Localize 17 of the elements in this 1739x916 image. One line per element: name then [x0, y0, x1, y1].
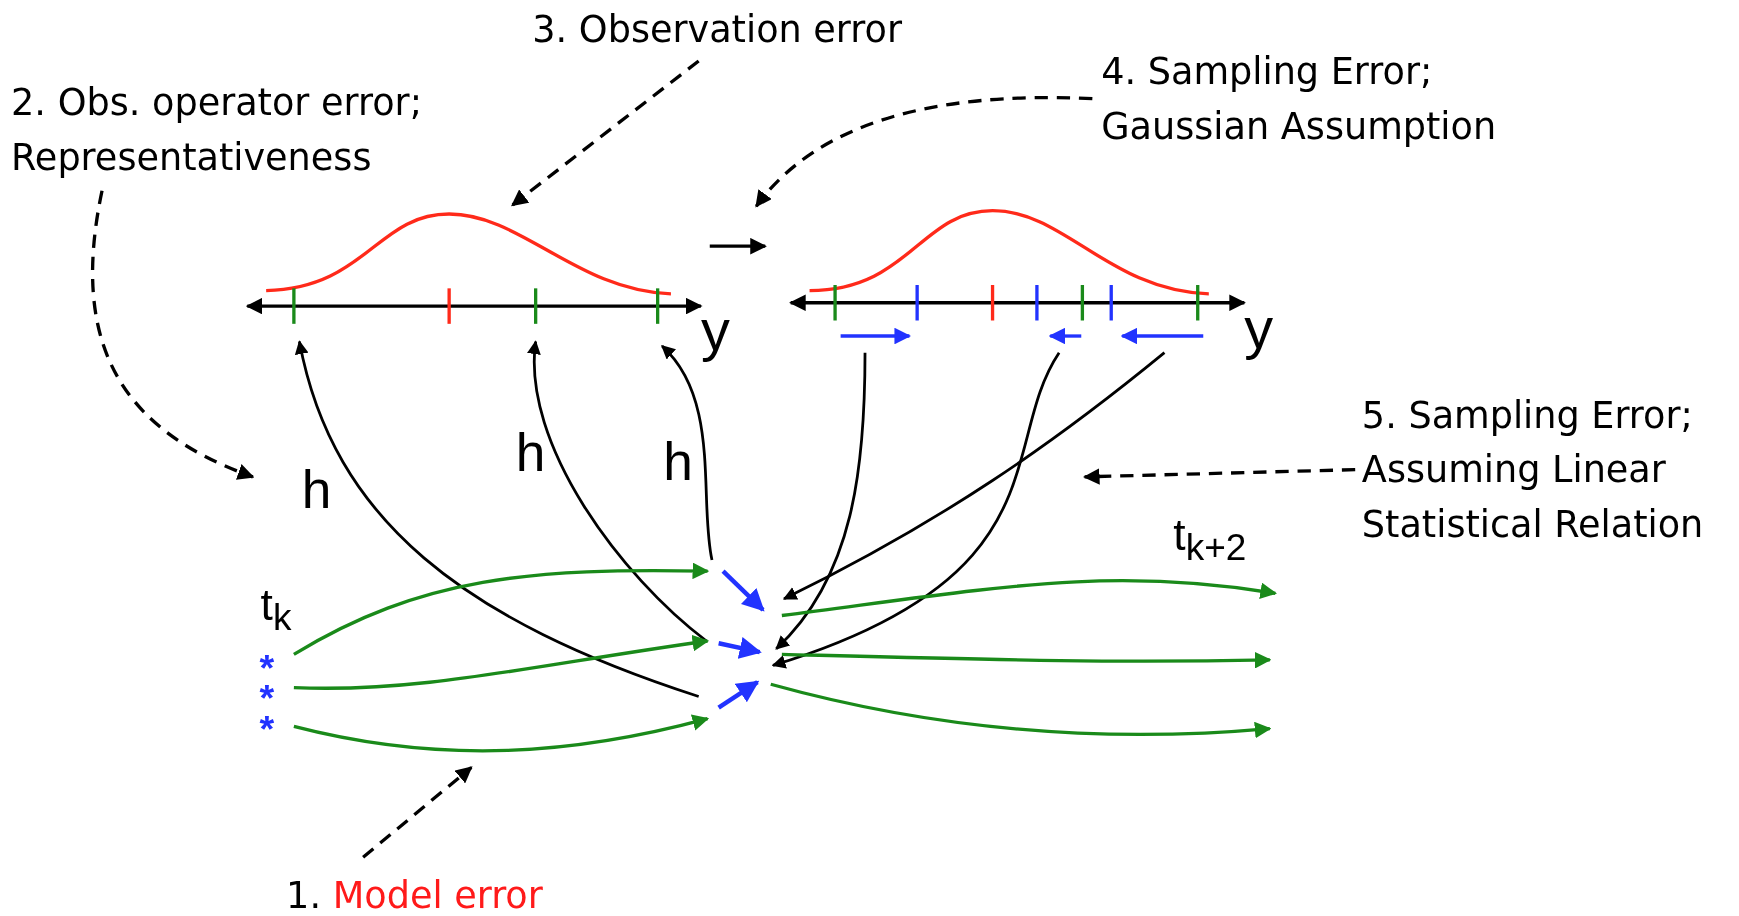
axis-label: y [1244, 299, 1274, 358]
callout-text: 4. Sampling Error; Gaussian Assumption [1101, 44, 1534, 154]
leader-line [755, 95, 1093, 208]
callout-text: 1. Model error [286, 868, 543, 916]
time-label: t$_{k+2}$ [1173, 512, 1247, 566]
callout-text: 3. Observation error [532, 2, 902, 57]
axis-label: y [700, 301, 730, 360]
operator-label: h [663, 435, 693, 490]
operator-label: h [515, 426, 546, 481]
leader-line [91, 190, 255, 479]
callout-text: 5. Sampling Error; Assuming Linear Statistical Relation [1361, 388, 1734, 552]
leader-line [511, 59, 700, 207]
leader-line [1082, 468, 1356, 485]
operator-label: h [301, 463, 332, 517]
leader-line [362, 766, 473, 859]
time-label: t$_{k}$ [260, 582, 292, 636]
callout-text: 2. Obs. operator error; Representativeness [11, 75, 466, 185]
